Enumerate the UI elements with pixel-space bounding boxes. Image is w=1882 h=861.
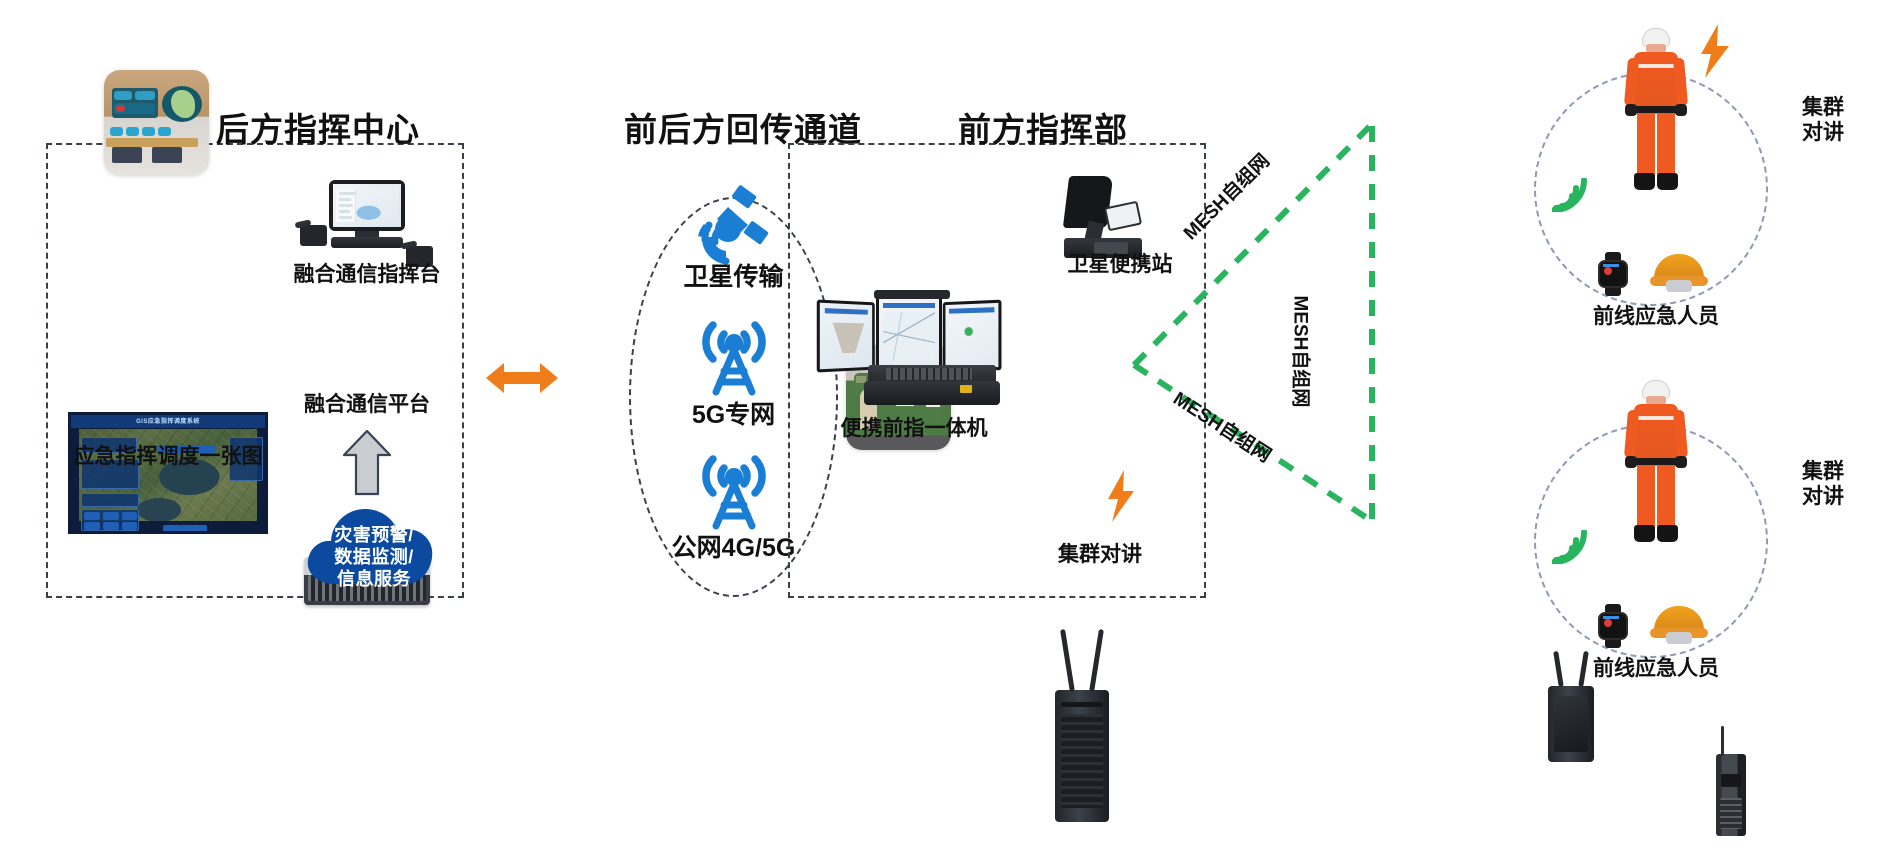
smart-watch-top [1596,252,1630,296]
portable-satellite-station-icon [1048,176,1158,262]
cloud-text: 灾害预警/ 数据监测/ 信息服务 [300,525,448,591]
responder-figure-top [1623,28,1689,206]
satellite-icon [698,185,769,265]
command-room-photo [104,70,209,175]
rear-command-zone [46,143,464,598]
fusion-console-label: 融合通信指挥台 [293,263,441,286]
left-double-arrow-icon [486,363,558,393]
safety-helmet-bottom [1650,606,1708,646]
cell-tower-icon-public [702,455,766,530]
rear-command-title: 后方指挥中心 [216,111,420,148]
responder-figure-bottom [1623,380,1689,558]
cloud-line-3: 信息服务 [337,569,411,590]
cluster-radio-top [1716,726,1746,836]
safety-helmet-top [1650,254,1708,294]
cluster-radio-bottom-label: 集群 对讲 [1778,460,1868,510]
responder-top-bolt-icon [1701,24,1729,78]
mesh-link-lines [1131,123,1375,523]
smart-watch-bottom [1596,604,1630,648]
satellite-label: 卫星传输 [683,263,784,291]
private-5g-label: 5G专网 [691,401,776,429]
mesh-base-node [1055,629,1109,822]
mesh-signal-wave-bottom [1552,530,1587,564]
data-flow-up-arrow [342,429,392,496]
channel-title: 前后方回传通道 [624,111,862,148]
mesh-signal-wave-top [1552,178,1587,212]
cell-tower-icon-5g [702,321,766,396]
cluster-label-line-2: 对讲 [1802,120,1844,144]
fusion-console-icon [300,180,434,267]
portable-command-unit-icon [814,287,1010,405]
portable-satellite-station-label: 卫星便携站 [1067,253,1173,276]
mesh-label-vertical: MESH自组网 [1289,295,1311,408]
cluster-label-line-1: 集群 [1802,96,1844,119]
cloud-line-2: 数据监测/ [334,547,414,568]
cluster-radio-top-label: 集群 对讲 [1778,96,1868,146]
portable-command-unit-label: 便携前指一体机 [840,417,988,440]
field-team-bottom-label: 前线应急人员 [1593,657,1719,680]
field-team-top-label: 前线应急人员 [1593,305,1719,328]
data-services-cloud: 灾害预警/ 数据监测/ 信息服务 [300,492,448,590]
cluster-label-bottom-line-2: 对讲 [1802,484,1844,508]
front-radio-bolt-icon [1108,470,1134,522]
front-command-zone [788,143,1206,598]
cloud-line-1: 灾害预警/ [334,525,414,546]
gis-map-label: 应急指挥调度一张图 [73,445,263,468]
front-command-title: 前方指挥部 [958,111,1128,148]
front-cluster-radio-label: 集群对讲 [1058,543,1142,566]
fusion-platform-label: 融合通信平台 [304,393,430,416]
cluster-label-bottom-line-1: 集群 [1802,460,1844,483]
mesh-backpack-node-top [1548,650,1594,762]
public-network-label: 公网4G/5G [671,534,796,562]
gis-map-screen: GIS应急指挥调度系统 [68,412,268,534]
